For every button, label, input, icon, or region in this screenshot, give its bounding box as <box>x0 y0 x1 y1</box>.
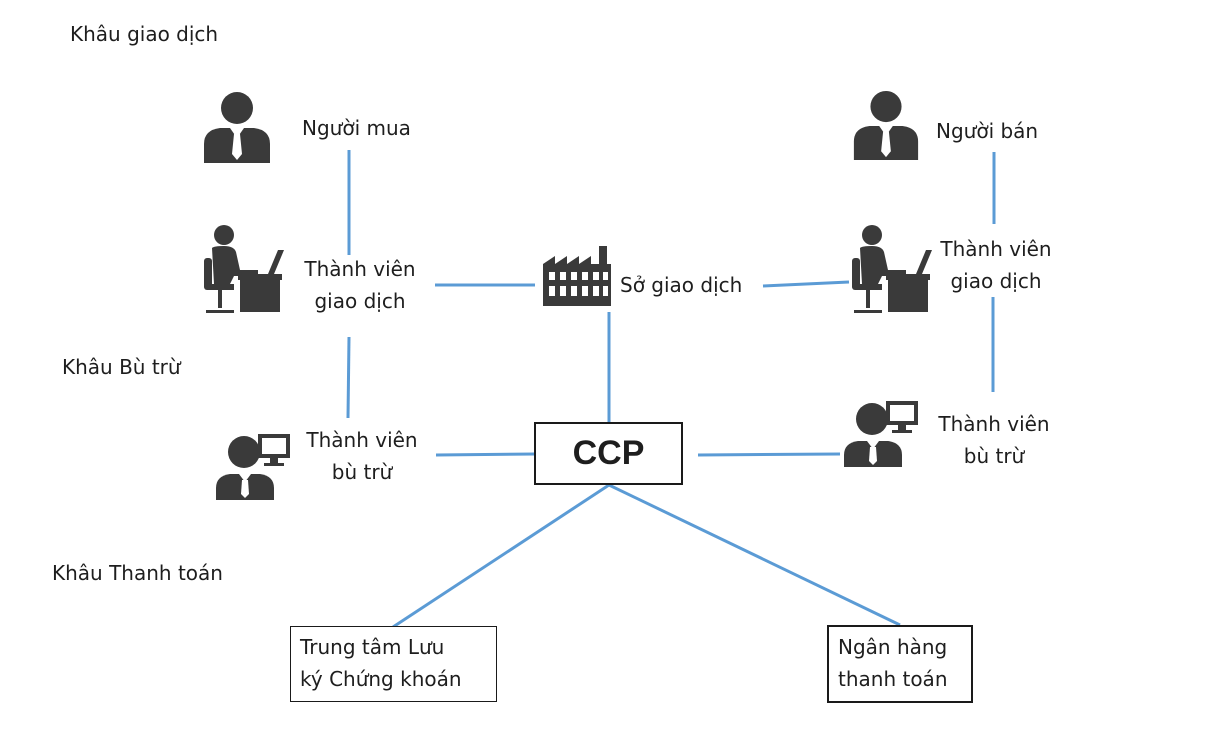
link-ccp-depository <box>392 483 610 629</box>
settlement-bank-line2: thanh toán <box>838 667 948 691</box>
stage-settlement-label: Khâu Thanh toán <box>52 561 223 585</box>
link-ccp-bank <box>608 483 901 627</box>
trading-member-left: Thành viên giao dịch <box>290 253 430 317</box>
computer-user-icon <box>214 430 292 506</box>
stage-trading-label: Khâu giao dịch <box>70 22 219 46</box>
office-worker-icon <box>848 222 936 318</box>
clearing-member-right-line2: bù trừ <box>963 444 1025 468</box>
ccp-box: CCP <box>534 422 683 485</box>
trading-member-right: Thành viên giao dịch <box>926 233 1066 297</box>
trading-member-right-line1: Thành viên <box>940 237 1052 261</box>
settlement-bank-box: Ngân hàng thanh toán <box>827 625 973 703</box>
settlement-bank-line1: Ngân hàng <box>838 635 948 659</box>
stage-clearing-label: Khâu Bù trừ <box>62 355 181 379</box>
link-member-clearing-left <box>346 336 351 419</box>
businessman-icon <box>850 88 922 166</box>
trading-member-right-line2: giao dịch <box>950 269 1042 293</box>
clearing-member-left-line2: bù trừ <box>331 460 393 484</box>
trading-member-left-line1: Thành viên <box>304 257 416 281</box>
buyer-label: Người mua <box>302 116 411 140</box>
exchange-label: Sở giao dịch <box>620 273 743 297</box>
office-worker-icon <box>200 222 288 318</box>
trading-member-left-line2: giao dịch <box>314 289 406 313</box>
link-ccp-clearing-right <box>697 452 841 457</box>
depository-line2: ký Chứng khoán <box>300 667 462 691</box>
computer-user-icon <box>842 397 920 473</box>
factory-icon <box>541 244 613 312</box>
seller-label: Người bán <box>936 119 1039 143</box>
clearing-member-right: Thành viên bù trừ <box>924 408 1064 472</box>
depository-line1: Trung tâm Lưu <box>300 635 445 659</box>
link-exchange-member-right <box>762 280 850 288</box>
link-clearing-left-ccp <box>435 452 536 457</box>
businessman-icon <box>200 90 274 168</box>
clearing-member-left: Thành viên bù trừ <box>292 424 432 488</box>
clearing-member-left-line1: Thành viên <box>306 428 418 452</box>
depository-box: Trung tâm Lưu ký Chứng khoán <box>290 626 497 702</box>
clearing-member-right-line1: Thành viên <box>938 412 1050 436</box>
